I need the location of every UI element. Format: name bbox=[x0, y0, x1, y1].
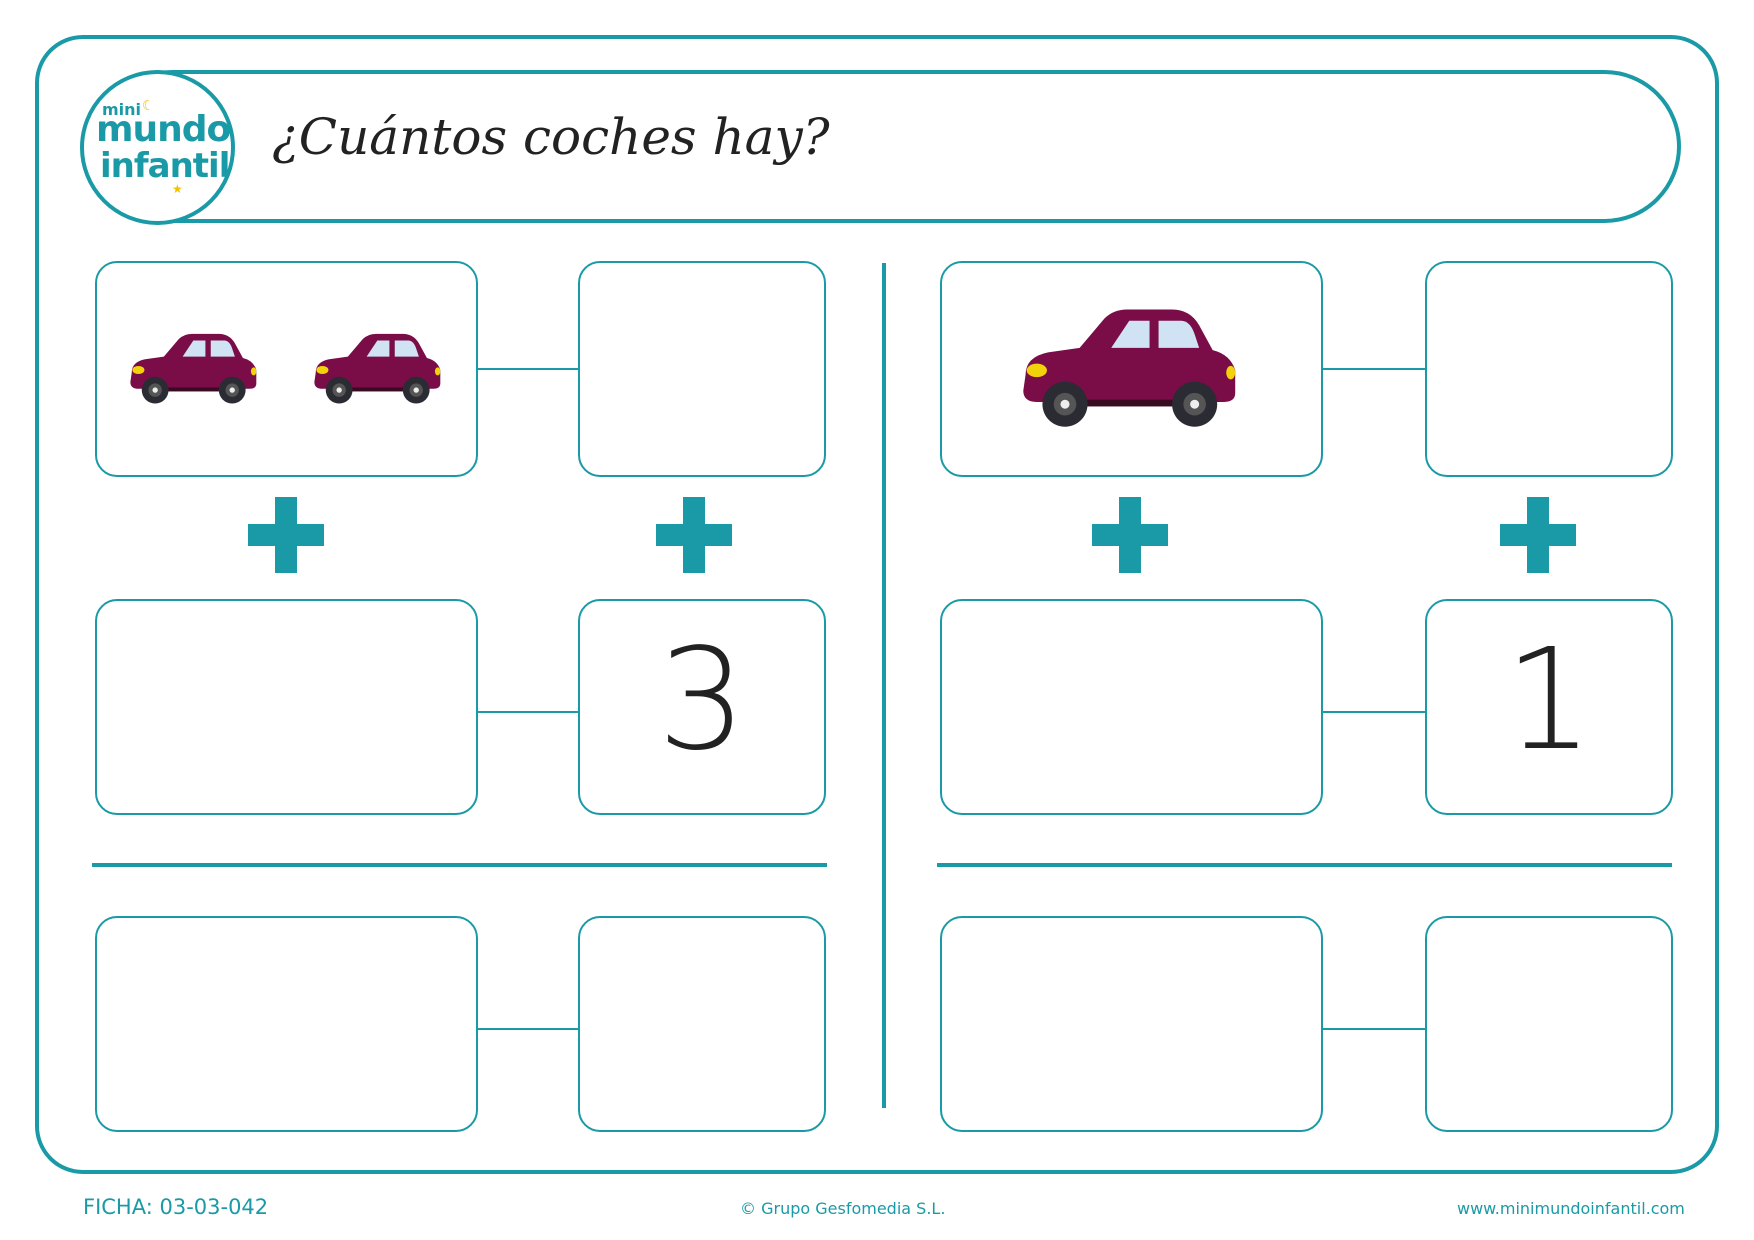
mini-mundo-infantil-logo: mini ☾ mundo infantil ★ bbox=[80, 70, 235, 225]
given-number-box-left: 3 bbox=[578, 599, 826, 815]
connector-line bbox=[478, 1028, 578, 1030]
copyright-text: © Grupo Gesfomedia S.L. bbox=[740, 1199, 946, 1218]
connector-line bbox=[478, 368, 578, 370]
answer-box[interactable] bbox=[578, 261, 826, 477]
car-icon bbox=[314, 333, 441, 404]
logo-text-mini: mini bbox=[102, 100, 142, 119]
car-icon bbox=[130, 333, 257, 404]
website-link[interactable]: www.minimundoinfantil.com bbox=[1457, 1199, 1685, 1218]
plus-icon bbox=[248, 497, 324, 573]
page-title: ¿Cuántos coches hay? bbox=[272, 108, 830, 166]
sum-line bbox=[937, 863, 1672, 867]
result-number-box[interactable] bbox=[578, 916, 826, 1132]
plus-icon bbox=[1500, 497, 1576, 573]
center-divider bbox=[882, 263, 886, 1108]
moon-icon: ☾ bbox=[142, 98, 155, 114]
car-icon bbox=[1023, 309, 1236, 427]
result-number-box[interactable] bbox=[1425, 916, 1673, 1132]
answer-box[interactable] bbox=[1425, 261, 1673, 477]
plus-icon bbox=[656, 497, 732, 573]
star-icon: ★ bbox=[172, 182, 183, 196]
car-picture-box-left bbox=[95, 261, 478, 477]
given-number: 3 bbox=[657, 619, 747, 782]
given-number-box-right: 1 bbox=[1425, 599, 1673, 815]
logo-text-mundo: mundo bbox=[96, 109, 231, 150]
given-number: 1 bbox=[1504, 619, 1594, 782]
result-drawing-box[interactable] bbox=[95, 916, 478, 1132]
connector-line bbox=[1323, 1028, 1425, 1030]
drawing-box[interactable] bbox=[95, 599, 478, 815]
connector-line bbox=[478, 711, 578, 713]
connector-line bbox=[1323, 368, 1425, 370]
car-picture-box-right bbox=[940, 261, 1323, 477]
worksheet-frame bbox=[35, 35, 1719, 1174]
sum-line bbox=[92, 863, 827, 867]
drawing-box[interactable] bbox=[940, 599, 1323, 815]
result-drawing-box[interactable] bbox=[940, 916, 1323, 1132]
connector-line bbox=[1323, 711, 1425, 713]
plus-icon bbox=[1092, 497, 1168, 573]
worksheet-code: FICHA: 03-03-042 bbox=[83, 1195, 269, 1219]
logo-text-infantil: infantil bbox=[100, 146, 230, 186]
